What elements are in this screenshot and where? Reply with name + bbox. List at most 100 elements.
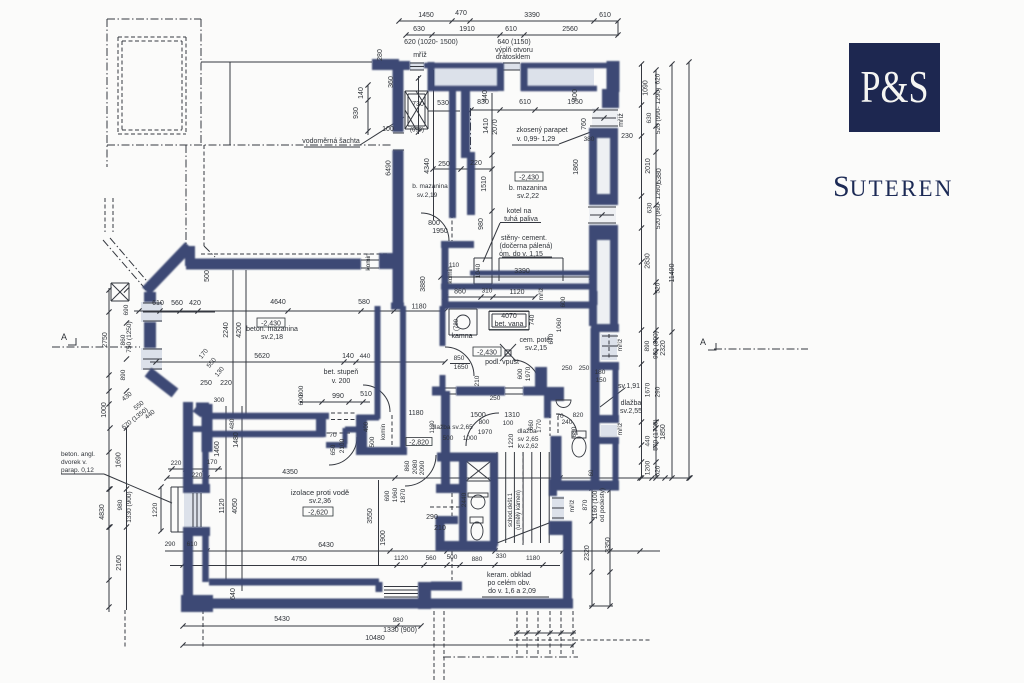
svg-text:570 (1700): 570 (1700) — [653, 419, 660, 450]
svg-text:4350: 4350 — [282, 469, 298, 476]
svg-text:komin: komin — [365, 253, 372, 271]
svg-text:800: 800 — [428, 220, 440, 227]
svg-text:b. mazanina: b. mazanina — [412, 183, 448, 190]
svg-text:3880: 3880 — [420, 276, 427, 292]
svg-text:beton. mazanina: beton. mazanina — [246, 326, 298, 333]
svg-text:800: 800 — [298, 385, 305, 396]
svg-text:-2,820: -2,820 — [409, 440, 429, 447]
svg-text:sv 2,65: sv 2,65 — [518, 436, 539, 443]
svg-text:cem. potěr: cem. potěr — [519, 337, 553, 344]
svg-text:140: 140 — [342, 353, 354, 360]
svg-text:610: 610 — [152, 300, 164, 307]
svg-text:860: 860 — [120, 334, 127, 345]
svg-text:560: 560 — [171, 300, 183, 307]
svg-text:60: 60 — [589, 469, 595, 476]
svg-text:parap. 0,12: parap. 0,12 — [61, 467, 94, 474]
svg-text:680: 680 — [571, 426, 578, 437]
svg-text:1120: 1120 — [509, 289, 524, 296]
svg-text:SUTEREN: SUTEREN — [833, 170, 954, 203]
svg-text:610: 610 — [187, 541, 198, 548]
svg-text:820: 820 — [573, 412, 584, 419]
svg-text:4050: 4050 — [232, 498, 239, 514]
svg-text:670: 670 — [548, 333, 555, 344]
svg-text:300: 300 — [214, 397, 225, 404]
svg-text:4830: 4830 — [99, 504, 106, 520]
svg-text:1090: 1090 — [643, 80, 650, 96]
svg-text:980: 980 — [393, 617, 404, 624]
svg-text:1870: 1870 — [400, 488, 407, 503]
svg-text:b. mazanina: b. mazanina — [509, 185, 547, 192]
svg-text:360: 360 — [388, 76, 395, 88]
svg-text:1970: 1970 — [478, 429, 493, 436]
svg-text:komin: komin — [381, 424, 387, 440]
svg-text:620: 620 — [655, 73, 662, 84]
svg-text:800: 800 — [479, 419, 490, 426]
svg-text:-2,430: -2,430 — [261, 321, 281, 328]
svg-text:420: 420 — [189, 300, 201, 307]
svg-text:630: 630 — [646, 112, 653, 123]
svg-text:2240: 2240 — [223, 322, 230, 338]
svg-text:izolace proti vodě: izolace proti vodě — [291, 488, 349, 497]
svg-text:2750: 2750 — [102, 332, 109, 348]
svg-text:5430: 5430 — [274, 616, 290, 623]
svg-text:-2,430: -2,430 — [477, 350, 497, 357]
svg-text:610: 610 — [519, 99, 531, 106]
svg-text:(dočerna pálená): (dočerna pálená) — [500, 243, 553, 250]
svg-text:1000: 1000 — [463, 435, 478, 442]
svg-text:3390: 3390 — [524, 12, 540, 19]
svg-text:1650: 1650 — [454, 364, 469, 371]
svg-text:1220: 1220 — [508, 433, 515, 448]
svg-text:keram. obklad: keram. obklad — [487, 572, 531, 579]
svg-text:1330 (900): 1330 (900) — [383, 627, 417, 634]
svg-text:760: 760 — [581, 118, 588, 130]
svg-text:vodoměrná šachta: vodoměrná šachta — [302, 138, 360, 145]
svg-text:11400: 11400 — [669, 263, 676, 282]
svg-text:860: 860 — [404, 460, 411, 471]
svg-text:660: 660 — [529, 419, 535, 430]
svg-text:1460: 1460 — [214, 441, 221, 457]
svg-text:740: 740 — [529, 314, 536, 325]
svg-text:drátosklem: drátosklem — [496, 54, 530, 61]
svg-text:3350: 3350 — [605, 537, 612, 553]
svg-text:1670: 1670 — [645, 382, 652, 397]
svg-text:150: 150 — [596, 377, 607, 384]
svg-text:2160: 2160 — [116, 555, 123, 571]
svg-text:2320: 2320 — [584, 545, 591, 561]
svg-text:tuhá paliva: tuhá paliva — [504, 216, 538, 223]
svg-text:1500: 1500 — [470, 412, 486, 419]
svg-text:(780: (780 — [454, 318, 460, 331]
svg-text:od podesty): od podesty) — [599, 488, 606, 522]
svg-text:100: 100 — [503, 420, 514, 427]
svg-text:690: 690 — [123, 304, 130, 315]
svg-text:1180: 1180 — [408, 410, 423, 417]
svg-text:4070: 4070 — [501, 313, 517, 320]
svg-text:sv.2,19: sv.2,19 — [417, 192, 438, 199]
svg-text:3390: 3390 — [514, 268, 530, 275]
svg-text:2100: 2100 — [339, 438, 346, 453]
svg-text:100: 100 — [382, 126, 394, 133]
svg-text:1510: 1510 — [481, 176, 488, 192]
svg-text:P&S: P&S — [861, 61, 929, 112]
svg-text:A: A — [700, 337, 706, 347]
svg-text:5620: 5620 — [254, 353, 270, 360]
svg-text:400: 400 — [364, 421, 370, 432]
svg-text:1130: 1130 — [430, 420, 436, 434]
svg-text:v. 200: v. 200 — [332, 378, 351, 385]
svg-text:380: 380 — [584, 136, 595, 143]
svg-text:860: 860 — [454, 289, 466, 296]
svg-text:1910: 1910 — [459, 26, 475, 33]
svg-text:220: 220 — [171, 460, 182, 467]
svg-text:5380: 5380 — [656, 168, 663, 184]
svg-text:do v. 1,6 a 2,09: do v. 1,6 a 2,09 — [488, 588, 536, 595]
svg-text:6490: 6490 — [386, 160, 393, 176]
svg-text:10480: 10480 — [365, 635, 385, 642]
svg-text:70: 70 — [329, 432, 337, 439]
svg-text:mříž: mříž — [538, 288, 545, 301]
svg-text:v. 0,99- 1,29: v. 0,99- 1,29 — [517, 136, 556, 143]
svg-text:830: 830 — [477, 99, 489, 106]
svg-text:250: 250 — [438, 161, 450, 168]
svg-text:610: 610 — [599, 12, 611, 19]
svg-text:stěny- cement.: stěny- cement. — [501, 235, 547, 242]
svg-text:510: 510 — [360, 391, 372, 398]
svg-text:mříž: mříž — [617, 339, 624, 352]
